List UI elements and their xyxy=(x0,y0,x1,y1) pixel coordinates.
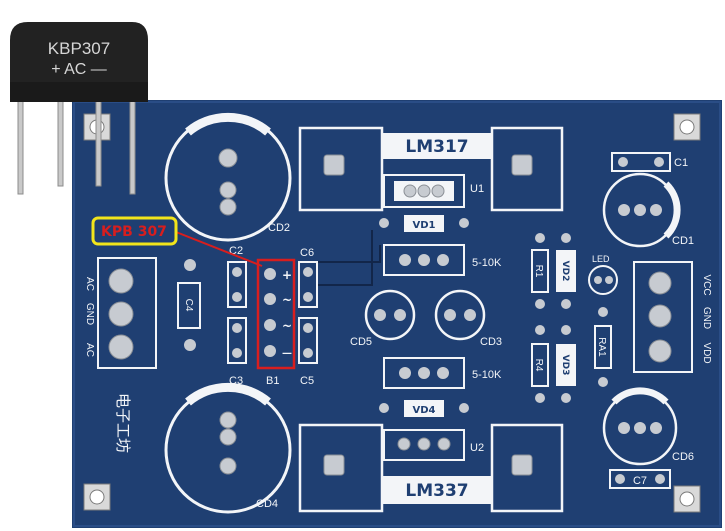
label-c6: C6 xyxy=(300,247,314,259)
label-out-gnd: GND xyxy=(701,307,712,329)
label-c3: C3 xyxy=(229,375,243,387)
potentiometer-top: 5-10K xyxy=(383,244,502,276)
label-c7: C7 xyxy=(633,475,647,487)
label-vd1: VD1 xyxy=(413,220,436,231)
label-vd2: VD2 xyxy=(560,261,570,282)
capacitor-c6-c5: C6 C5 xyxy=(298,247,318,387)
mounting-holes xyxy=(83,113,701,513)
label-lm317: LM317 xyxy=(405,137,468,157)
capacitor-c7: C7 xyxy=(609,469,671,489)
label-c1: C1 xyxy=(674,157,688,169)
label-led: LED xyxy=(592,254,610,264)
capacitor-cd3: CD3 xyxy=(434,289,502,348)
label-vd3: VD3 xyxy=(560,355,570,376)
label-lm337: LM337 xyxy=(405,481,468,501)
label-u2: U2 xyxy=(470,442,484,454)
b1-plus: + xyxy=(282,268,292,282)
label-cd1: CD1 xyxy=(672,235,694,247)
label-in-ac-bottom: AC xyxy=(84,343,95,357)
capacitor-cd2: CD2 xyxy=(164,112,292,242)
callout: KPB 307 xyxy=(91,216,263,267)
label-c5: C5 xyxy=(300,375,314,387)
label-vd4: VD4 xyxy=(413,405,436,416)
label-out-vdd: VDD xyxy=(701,342,712,363)
output-terminal: VCC GND VDD xyxy=(633,261,712,373)
label-in-gnd: GND xyxy=(84,303,95,325)
capacitor-cd6: CD6 xyxy=(602,387,694,466)
regulator-lm337: LM337 U2 xyxy=(298,423,564,513)
diode-vd1: VD1 xyxy=(379,215,469,232)
label-in-ac-top: AC xyxy=(84,277,95,291)
capacitor-c2-c3: C2 C3 xyxy=(227,245,247,387)
label-r4: R4 xyxy=(533,359,544,372)
diode-vd3: VD3 xyxy=(556,325,576,403)
label-c4: C4 xyxy=(183,299,194,312)
capacitor-cd5: CD5 xyxy=(350,289,416,348)
label-pot-top: 5-10K xyxy=(472,257,502,269)
capacitor-c4: C4 xyxy=(177,259,201,351)
label-cd4: CD4 xyxy=(256,498,278,510)
bridge-part-number: KBP307 xyxy=(48,39,110,58)
label-out-vcc: VCC xyxy=(701,274,712,295)
capacitor-cd1: CD1 xyxy=(602,172,694,248)
resistor-ra1: RA1 xyxy=(594,307,612,387)
label-maker: 电子工坊 xyxy=(114,393,131,453)
bridge-marking: + AC — xyxy=(51,61,107,78)
resistor-r1: R1 xyxy=(531,233,549,309)
label-ra1: RA1 xyxy=(596,337,607,357)
resistor-r4: R4 xyxy=(531,325,549,403)
potentiometer-bottom: 5-10K xyxy=(383,357,502,389)
bridge-rectifier-kbp307: KBP307 + AC — xyxy=(10,22,148,195)
capacitor-c1: C1 xyxy=(611,152,688,172)
diode-vd4: VD4 xyxy=(379,400,469,417)
label-b1: B1 xyxy=(266,375,279,387)
b1-minus: — xyxy=(282,348,292,359)
regulator-lm317: LM317 U1 xyxy=(298,126,564,212)
label-r1: R1 xyxy=(533,265,544,278)
callout-line xyxy=(175,231,263,267)
capacitor-cd4: CD4 xyxy=(164,382,292,514)
label-cd5: CD5 xyxy=(350,336,372,348)
input-terminal: AC GND AC xyxy=(84,257,157,369)
callout-box xyxy=(91,216,178,246)
label-cd3: CD3 xyxy=(480,336,502,348)
led: LED xyxy=(588,254,618,295)
bridge-b1-footprint: + ~ ~ — B1 xyxy=(256,258,296,387)
label-cd6: CD6 xyxy=(672,451,694,463)
label-cd2: CD2 xyxy=(268,222,290,234)
diode-vd2: VD2 xyxy=(556,233,576,309)
label-pot-bottom: 5-10K xyxy=(472,369,502,381)
b1-ac1: ~ xyxy=(282,293,292,307)
label-u1: U1 xyxy=(470,183,484,195)
callout-text: KPB 307 xyxy=(101,224,167,240)
b1-ac2: ~ xyxy=(282,319,292,333)
